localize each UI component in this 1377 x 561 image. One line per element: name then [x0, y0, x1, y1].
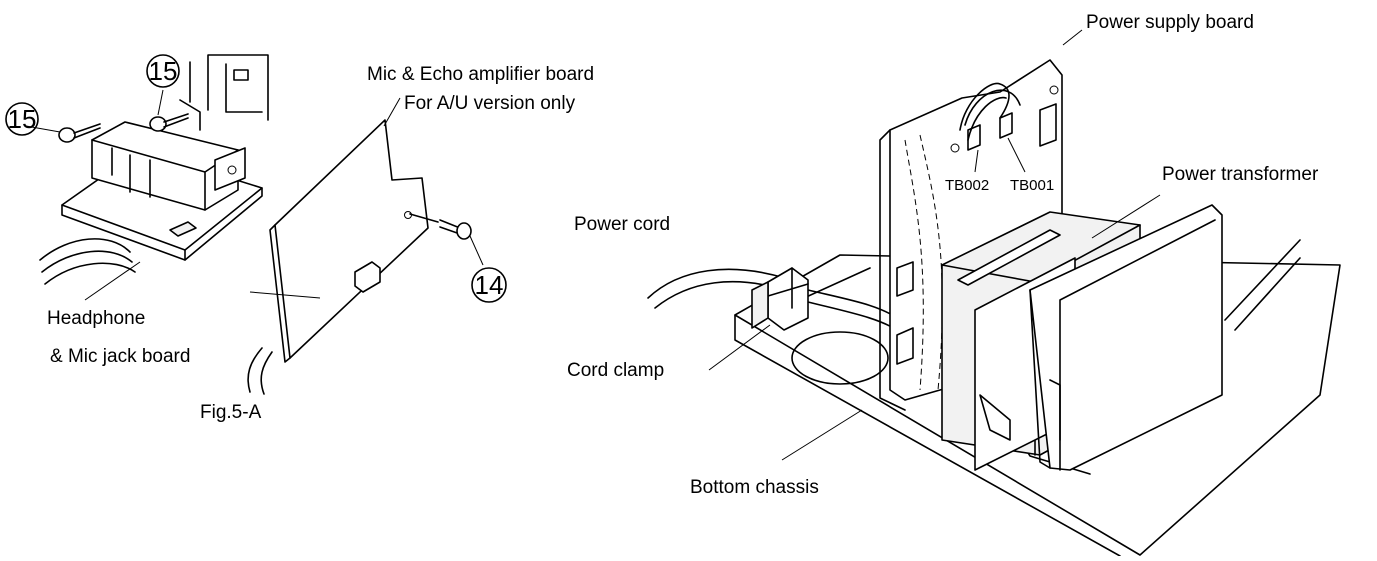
- callout-14-number: 14: [475, 270, 504, 300]
- headphone-mic-jack-board: [39, 121, 263, 285]
- label-cord-clamp: Cord clamp: [567, 360, 664, 381]
- screw-15-top: [149, 113, 189, 132]
- power-transformer: [941, 204, 1223, 471]
- left-figure: 15 15 14 Mic & Echo amplifier board For …: [5, 54, 594, 423]
- cord-clamp: [751, 267, 809, 331]
- callout-14: 14: [471, 267, 507, 303]
- leader-screw-15-top: [157, 89, 164, 116]
- leader-bottom-chassis: [781, 409, 863, 461]
- label-power-supply-board: Power supply board: [1086, 12, 1254, 33]
- callout-15-left-number: 15: [8, 104, 37, 134]
- label-headphone-line1: Headphone: [47, 308, 145, 329]
- mic-echo-amplifier-board: [247, 119, 429, 395]
- label-version-note: For A/U version only: [404, 93, 576, 114]
- callout-15-left: 15: [5, 102, 39, 136]
- screw-15-left: [58, 123, 101, 143]
- chassis-frame-fragment: [179, 54, 269, 131]
- leader-cord-clamp: [708, 324, 771, 371]
- callout-15-top: 15: [146, 54, 180, 88]
- leader-tb002: [974, 149, 979, 173]
- label-tb002: TB002: [945, 177, 989, 194]
- leader-screw-14: [469, 235, 484, 266]
- label-headphone-line2: & Mic jack board: [50, 346, 190, 367]
- right-figure: Power supply board TB002 TB001 Power tra…: [567, 12, 1341, 557]
- screw-14: [409, 213, 472, 240]
- leader-screw-15-left: [25, 125, 61, 133]
- figure-caption: Fig.5-A: [200, 402, 262, 423]
- leader-mic-echo-board: [383, 97, 401, 127]
- leader-headphone-board: [84, 261, 141, 301]
- callout-15-top-number: 15: [149, 56, 178, 86]
- label-mic-echo-board: Mic & Echo amplifier board: [367, 64, 594, 85]
- label-tb001: TB001: [1010, 177, 1054, 194]
- label-power-cord: Power cord: [574, 214, 670, 235]
- label-power-transformer: Power transformer: [1162, 164, 1319, 185]
- leader-tb001: [1007, 137, 1026, 173]
- label-bottom-chassis: Bottom chassis: [690, 477, 819, 498]
- leader-power-supply-board: [1062, 29, 1083, 46]
- leader-power-transformer: [1091, 194, 1161, 239]
